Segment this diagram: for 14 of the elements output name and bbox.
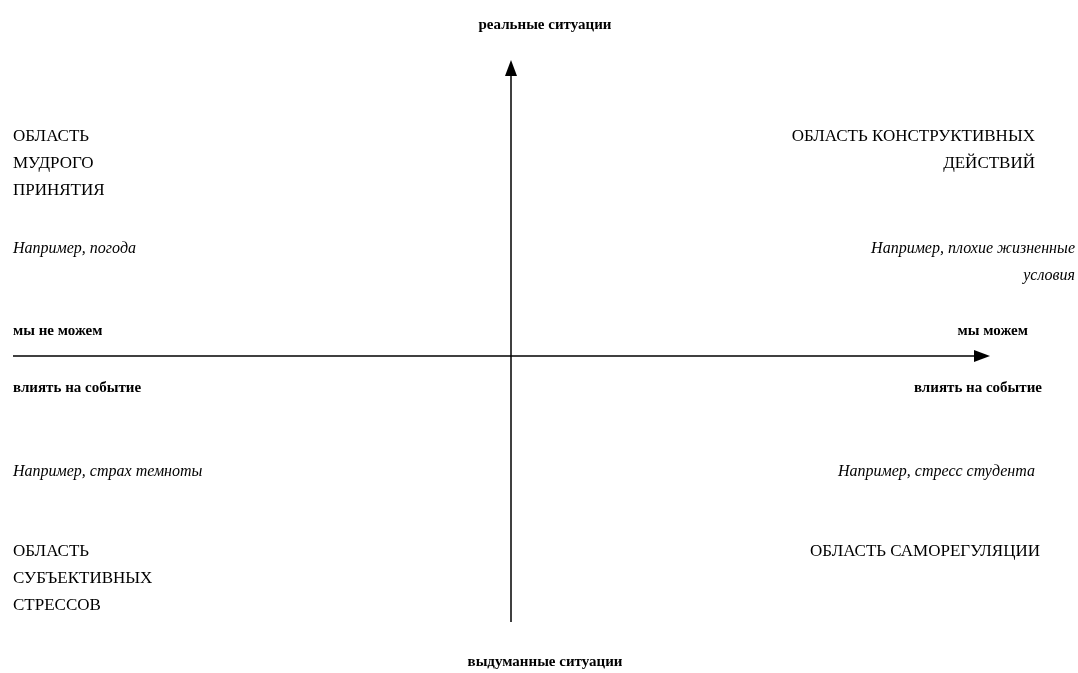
example-text: Например, стресс студента (838, 462, 1035, 479)
example-text: Например, страх темноты (13, 462, 203, 479)
axis-label: реальные ситуации (478, 16, 612, 32)
quadrant-title: ОБЛАСТЬ МУДРОГО ПРИНЯТИЯ (13, 126, 105, 199)
axis-label: влиять на событие (913, 379, 1042, 395)
quadrant-title: ОБЛАСТЬ КОНСТРУКТИВНЫХ ДЕЙСТВИЙ (791, 126, 1035, 172)
axis-label: влиять на событие (13, 379, 142, 395)
axis-label: выдуманные ситуации (467, 653, 623, 669)
example-text: Например, плохие жизненные условия (871, 239, 1075, 283)
quadrant-title: ОБЛАСТЬ СУБЪЕКТИВНЫХ СТРЕССОВ (13, 541, 153, 614)
quadrant-title: ОБЛАСТЬ САМОРЕГУЛЯЦИИ (810, 541, 1040, 560)
axis-label: мы можем (957, 322, 1028, 338)
axis-label: мы не можем (13, 322, 103, 338)
example-text: Например, погода (13, 239, 136, 256)
